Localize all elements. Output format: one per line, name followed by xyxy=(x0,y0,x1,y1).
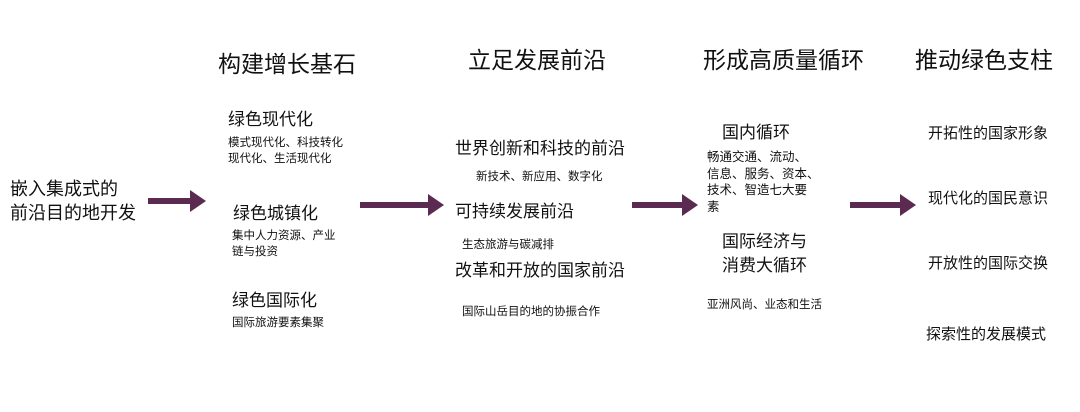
start-line: 前沿目的地开发 xyxy=(10,203,136,224)
column-title: 构建增长基石 xyxy=(218,52,356,78)
item-label: 国内循环 xyxy=(722,123,790,143)
item-label: 绿色国际化 xyxy=(232,291,317,311)
detail-line: 现代化、生活现代化 xyxy=(228,151,332,165)
arrow-right-icon xyxy=(148,190,206,212)
item-detail: 亚洲风尚、业态和生活 xyxy=(707,297,822,311)
column-title: 立足发展前沿 xyxy=(468,48,606,74)
item-label: 绿色现代化 xyxy=(228,110,313,130)
item-label: 世界创新和科技的前沿 xyxy=(455,139,625,159)
arrow-right-icon xyxy=(850,194,916,216)
arrow-right-icon xyxy=(360,194,444,216)
pillar-item: 开拓性的国家形象 xyxy=(928,124,1049,142)
arrow-right-icon xyxy=(632,194,698,216)
detail-line: 素 xyxy=(707,198,720,214)
detail-line: 畅通交通、流动、 xyxy=(707,149,808,164)
detail-line: 信息、服务、资本、 xyxy=(707,165,820,181)
item-label: 改革和开放的国家前沿 xyxy=(455,261,625,281)
item-label: 绿色城镇化 xyxy=(233,204,318,224)
pillar-item: 探索性的发展模式 xyxy=(926,325,1047,343)
item-label: 可持续发展前沿 xyxy=(455,202,574,222)
start-node: 嵌入集成式的 前沿目的地开发 xyxy=(10,178,136,226)
item-detail: 畅通交通、流动、 信息、服务、资本、 技术、智造七大要 素 xyxy=(707,149,820,215)
pillar-item: 开放性的国际交换 xyxy=(928,254,1049,272)
pillar-item: 现代化的国民意识 xyxy=(928,189,1049,207)
item-label: 国际经济与 消费大循环 xyxy=(722,230,807,278)
item-detail: 国际旅游要素集聚 xyxy=(232,315,324,329)
detail-line: 模式现代化、科技转化 xyxy=(228,135,343,149)
item-detail: 国际山岳目的地的协振合作 xyxy=(462,304,600,318)
detail-line: 链与投资 xyxy=(232,244,278,258)
detail-line: 技术、智造七大要 xyxy=(707,182,808,197)
item-detail: 生态旅游与碳减排 xyxy=(462,237,554,251)
label-line: 国际经济与 xyxy=(722,232,807,252)
item-detail: 集中人力资源、产业链与投资 xyxy=(232,227,336,259)
item-detail: 新技术、新应用、数字化 xyxy=(476,169,603,183)
column-title: 推动绿色支柱 xyxy=(915,48,1053,74)
column-title: 形成高质量循环 xyxy=(703,48,864,74)
label-line: 消费大循环 xyxy=(722,256,807,276)
start-line: 嵌入集成式的 xyxy=(10,179,118,200)
detail-line: 集中人力资源、产业 xyxy=(232,228,336,242)
item-detail: 模式现代化、科技转化现代化、生活现代化 xyxy=(228,134,343,166)
